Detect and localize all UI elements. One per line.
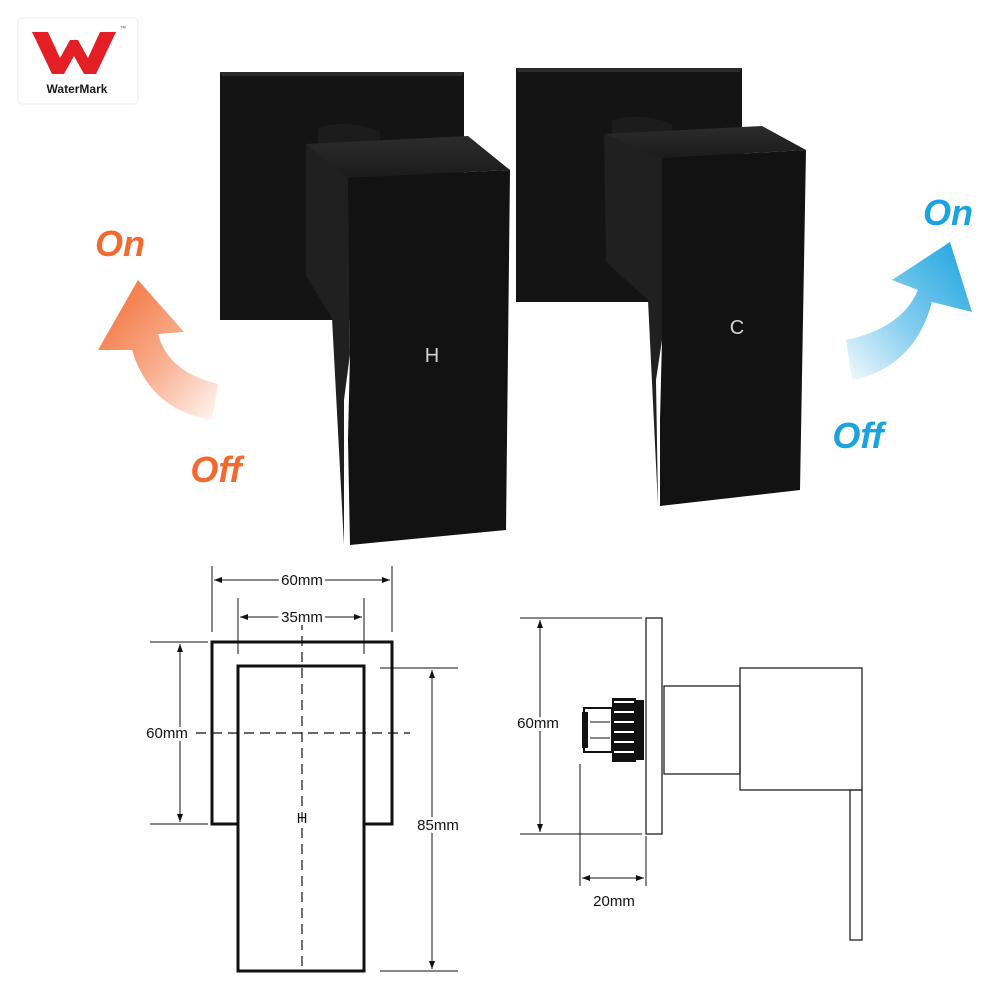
hot-on-label: On — [95, 223, 145, 264]
cold-on-off-indicator: On Off — [832, 192, 973, 456]
blue-curved-arrow-icon — [846, 242, 972, 380]
cold-tap-handle-top — [604, 126, 806, 158]
watermark-logo: WaterMark ™ — [17, 17, 139, 105]
front-handle-length-label: 85mm — [417, 817, 459, 834]
front-plate-width-label: 60mm — [281, 572, 323, 589]
cold-off-label: Off — [832, 415, 886, 456]
hot-off-label: Off — [190, 449, 244, 490]
side-body-outline — [663, 685, 741, 775]
front-view-labels: 60mm 35mm 60mm 85mm H — [143, 569, 462, 837]
side-plate-outline — [645, 617, 663, 835]
hot-tap-handle-top — [306, 136, 510, 178]
side-handle-outline — [739, 667, 863, 791]
orange-curved-arrow-icon — [98, 280, 218, 420]
trademark-mark: ™ — [120, 25, 126, 32]
front-view-drawing — [150, 566, 458, 973]
cold-tap-letter: C — [730, 317, 744, 339]
side-depth-label: 20mm — [593, 893, 635, 910]
front-handle-width-label: 35mm — [281, 609, 323, 626]
watermark-w-icon — [32, 32, 116, 74]
front-plate-height-label: 60mm — [146, 725, 188, 742]
hot-on-off-indicator: On Off — [95, 223, 245, 490]
side-height-label: 60mm — [517, 715, 559, 732]
cold-tap: C — [516, 68, 806, 506]
hot-tap-letter: H — [425, 345, 439, 367]
valve-cartridge — [582, 698, 644, 762]
side-lever-outline — [849, 789, 863, 941]
front-handle-outline — [236, 664, 366, 973]
cold-on-label: On — [923, 192, 973, 233]
hot-tap-handle-front — [348, 170, 510, 545]
hot-tap: H — [220, 72, 510, 545]
cold-tap-handle-front — [660, 150, 806, 506]
front-center-mark: H — [297, 810, 308, 827]
side-view-labels: 60mm 20mm — [514, 712, 635, 910]
side-view-drawing — [520, 617, 863, 941]
logo-text: WaterMark — [47, 82, 108, 96]
